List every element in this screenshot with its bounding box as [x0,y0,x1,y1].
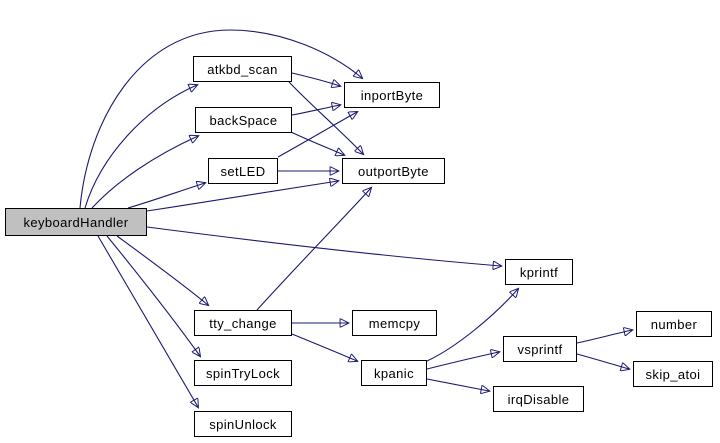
edge-keyboardHandler-kprintf [146,226,501,266]
node-keyboardhandler: keyboardHandler [5,208,147,236]
edge-keyboardHandler-spinTryLock [106,235,200,356]
edge-backSpace-outportByte [290,131,344,155]
node-skip-atoi[interactable]: skip_atoi [633,361,713,387]
edge-vsprintf-number [576,330,632,344]
node-spintrylock[interactable]: spinTryLock [194,360,292,386]
edge-backSpace-inportByte [291,105,340,116]
edge-keyboardHandler-inportByte [79,29,362,209]
edge-atkbd_scan-inportByte [291,72,340,86]
edge-keyboardHandler-spinUnlock [97,235,198,407]
edge-setLED-inportByte [277,112,357,158]
edge-tty_change-kpanic [291,333,357,361]
node-irqdisable[interactable]: irqDisable [493,386,584,412]
node-setled[interactable]: setLED [208,158,278,184]
edge-keyboardHandler-outportByte [146,181,338,212]
edge-kpanic-vsprintf [426,352,499,370]
node-kpanic[interactable]: kpanic [361,360,427,386]
edge-keyboardHandler-setLED [127,183,205,209]
node-vsprintf[interactable]: vsprintf [503,336,577,362]
node-inportbyte[interactable]: inportByte [344,82,440,108]
edge-keyboardHandler-atkbd_scan [84,85,197,209]
node-number[interactable]: number [636,311,712,337]
edge-kpanic-kprintf [426,289,518,362]
edge-vsprintf-skip_atoi [576,353,629,369]
node-tty-change[interactable]: tty_change [194,310,292,336]
node-memcpy[interactable]: memcpy [352,310,437,336]
edge-keyboardHandler-backSpace [91,136,198,209]
node-kprintf[interactable]: kprintf [505,259,573,285]
edge-atkbd_scan-outportByte [288,81,363,154]
node-backspace[interactable]: backSpace [195,107,292,133]
edge-kpanic-irqDisable [426,378,489,391]
node-spinunlock[interactable]: spinUnlock [194,411,292,437]
edge-tty_change-outportByte [256,188,371,311]
edge-keyboardHandler-tty_change [116,235,208,305]
node-atkbd-scan[interactable]: atkbd_scan [193,56,292,82]
node-outportbyte[interactable]: outportByte [342,158,445,184]
